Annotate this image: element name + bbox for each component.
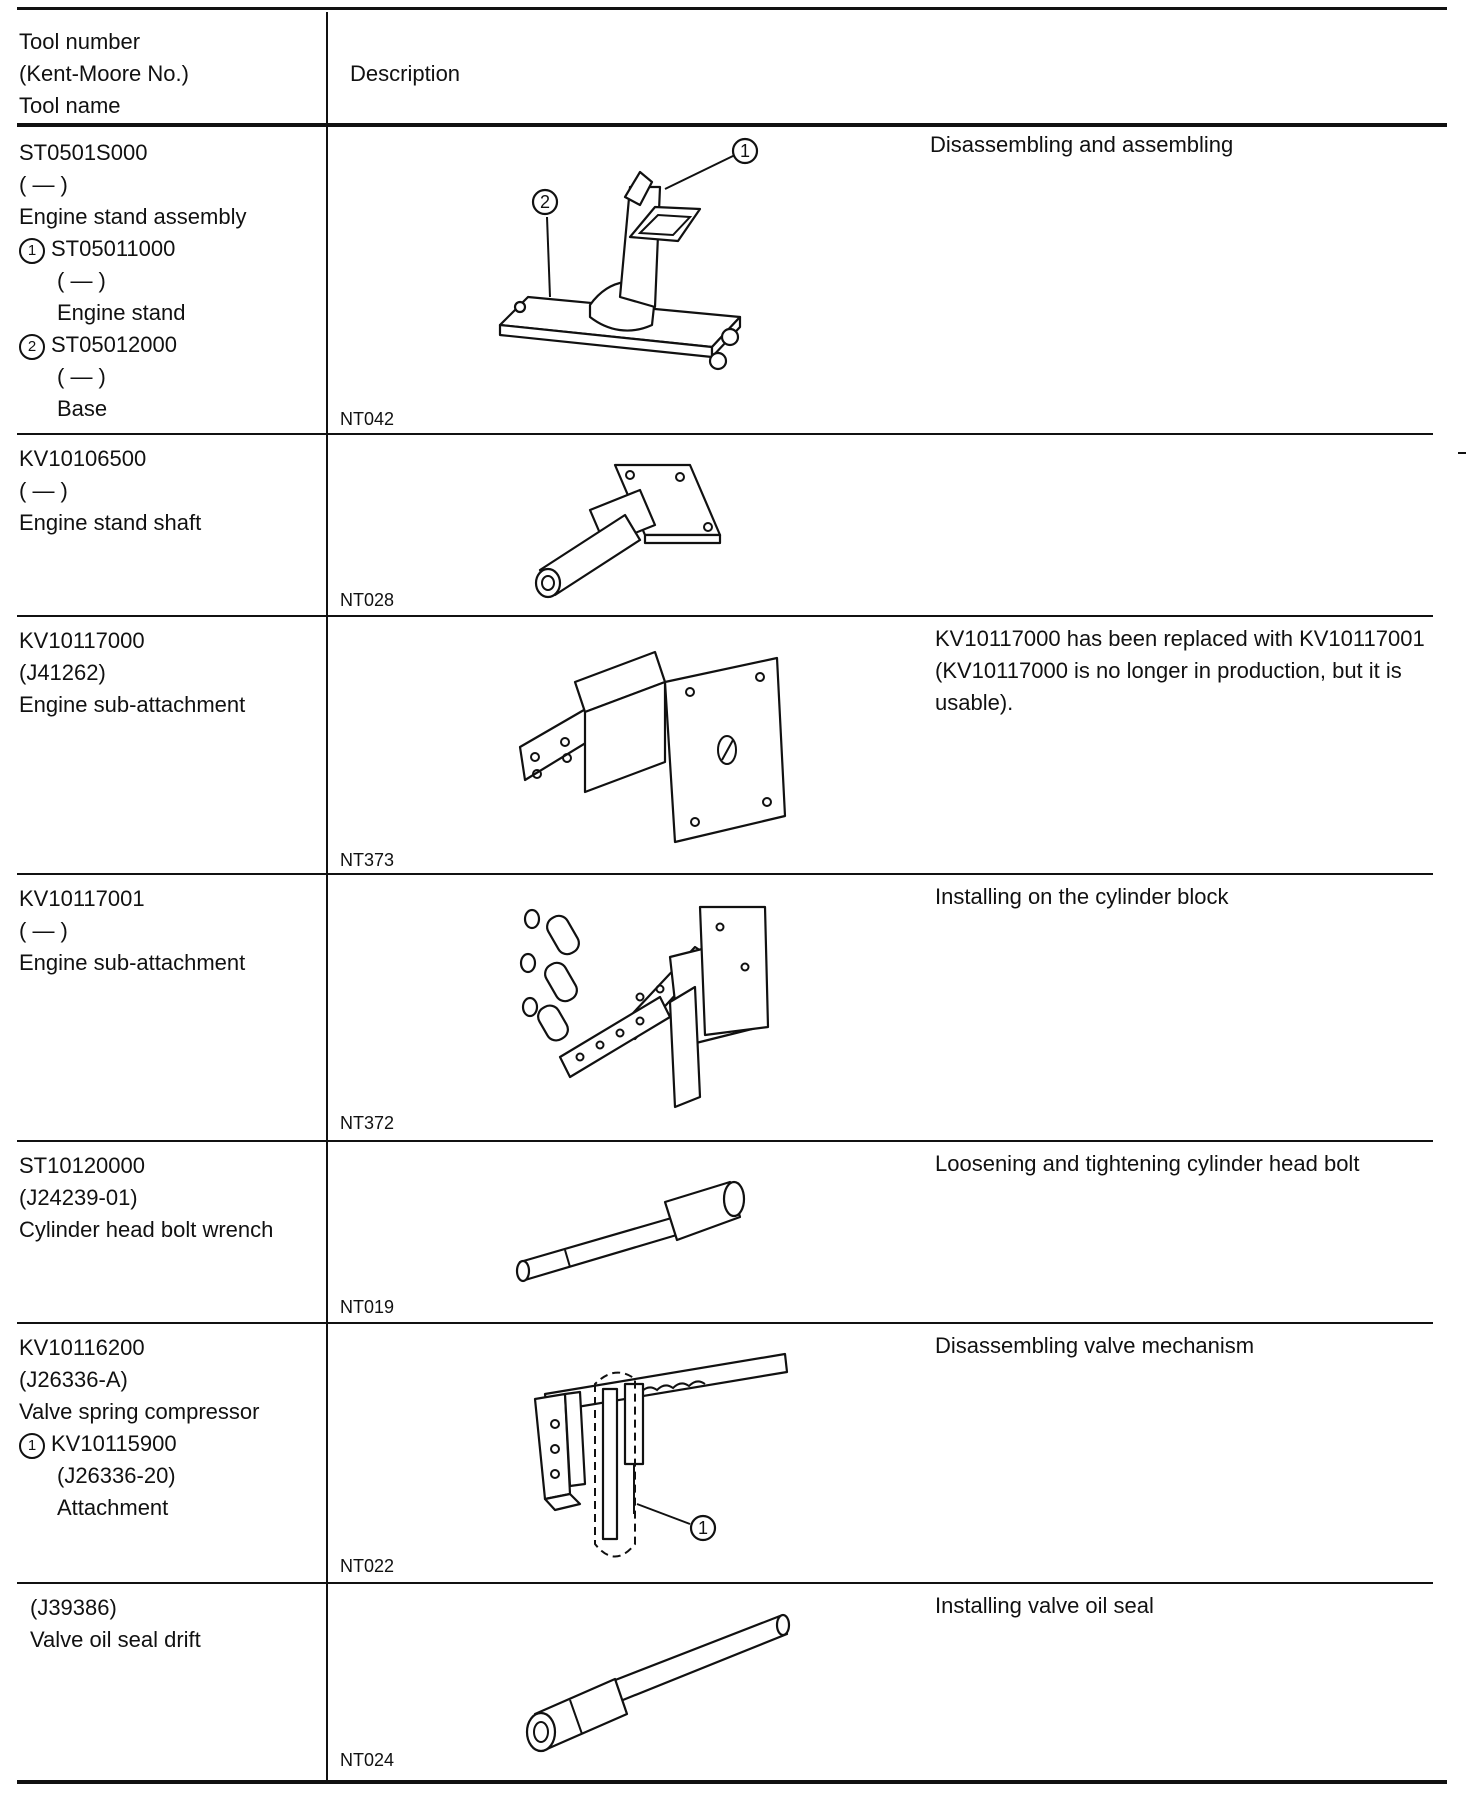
- figure-code: NT373: [340, 850, 395, 870]
- engine-sub-attachment-illustration: [518, 650, 787, 844]
- callout-marker: 1: [19, 1433, 45, 1459]
- header-tool-name: Tool name: [19, 93, 121, 118]
- table-row: KV10117000 (J41262) Engine sub-attachmen…: [0, 617, 1472, 873]
- kent-moore-number: (J24239-01): [19, 1185, 138, 1210]
- tool-description: Installing valve oil seal: [935, 1593, 1154, 1618]
- tool-number: KV10106500: [19, 446, 147, 471]
- tool-name: Valve oil seal drift: [30, 1627, 201, 1652]
- tool-info: KV10106500 ( — ) Engine stand shaft: [19, 443, 201, 539]
- header-bottom-border: [17, 123, 1447, 127]
- kent-moore-number: ( — ): [19, 918, 68, 943]
- callout-marker: 2: [19, 334, 45, 360]
- tool-number: KV10116200: [19, 1335, 145, 1360]
- tool-number: KV10117001: [19, 886, 145, 911]
- tool-name: Engine stand shaft: [19, 510, 202, 535]
- subitem-number: ST05012000: [51, 332, 177, 357]
- tool-info: KV10116200 (J26336-A) Valve spring compr…: [19, 1332, 259, 1524]
- table-row: ST10120000 (J24239-01) Cylinder head bol…: [0, 1142, 1472, 1322]
- table-bottom-border: [17, 1780, 1447, 1784]
- tool-name: Engine stand assembly: [19, 204, 247, 229]
- tool-name: Engine sub-attachment: [19, 692, 246, 717]
- subitem-name: Attachment: [57, 1495, 169, 1520]
- cylinder-head-bolt-wrench-illustration: [515, 1180, 746, 1283]
- figure-code: NT042: [340, 409, 395, 429]
- table-row: KV10106500 ( — ) Engine stand shaft NT02…: [0, 435, 1472, 615]
- header-kent-moore: (Kent-Moore No.): [19, 61, 189, 86]
- tool-name: Engine sub-attachment: [19, 950, 246, 975]
- valve-spring-compressor-illustration: 1: [533, 1352, 789, 1558]
- row-divider: [17, 615, 1433, 617]
- subitem-number: KV10115900: [51, 1431, 177, 1456]
- row-divider: [17, 1140, 1433, 1142]
- figure-callout: 1: [698, 1518, 708, 1538]
- subitem-kent-moore: ( — ): [57, 268, 106, 293]
- engine-sub-attachment-kit-illustration: [519, 905, 770, 1109]
- column-divider: [326, 12, 328, 1780]
- tool-info: KV10117001 ( — ) Engine sub-attachment: [19, 883, 245, 979]
- row-divider: [17, 433, 1433, 435]
- tool-info: (J39386) Valve oil seal drift: [30, 1592, 201, 1656]
- header-tool-column: Tool number (Kent-Moore No.) Tool name: [19, 26, 189, 122]
- row-divider: [17, 873, 1433, 875]
- tool-description: Loosening and tightening cylinder head b…: [935, 1151, 1360, 1176]
- margin-mark: [1458, 452, 1466, 454]
- kent-moore-number: ( — ): [19, 172, 68, 197]
- row-divider: [17, 1582, 1433, 1584]
- tool-description: Disassembling and assembling: [930, 132, 1234, 157]
- figure-callout: 1: [740, 141, 750, 161]
- valve-oil-seal-drift-illustration: [525, 1613, 791, 1753]
- kent-moore-number: (J39386): [30, 1595, 117, 1620]
- subitem-name: Base: [57, 396, 108, 421]
- table-row: (J39386) Valve oil seal drift Installing…: [0, 1584, 1472, 1780]
- subitem-number: ST05011000: [51, 236, 176, 261]
- table-row: KV10116200 (J26336-A) Valve spring compr…: [0, 1324, 1472, 1582]
- tool-number: KV10117000: [19, 628, 145, 653]
- tool-name: Cylinder head bolt wrench: [19, 1217, 274, 1242]
- kent-moore-number: (J41262): [19, 660, 106, 685]
- subitem-kent-moore: ( — ): [57, 364, 106, 389]
- tool-description: Disassembling valve mechanism: [935, 1333, 1255, 1358]
- figure-code: NT019: [340, 1297, 395, 1317]
- tool-description: KV10117000 has been replaced with KV1011…: [935, 626, 1425, 715]
- table-row: ST0501S000 ( — ) Engine stand assembly 1…: [0, 129, 1472, 433]
- header-tool-number: Tool number: [19, 29, 141, 54]
- subitem-kent-moore: (J26336-20): [57, 1463, 176, 1488]
- tool-number: ST0501S000: [19, 140, 148, 165]
- figure-code: NT372: [340, 1113, 395, 1133]
- subitem-name: Engine stand: [57, 300, 186, 325]
- kent-moore-number: (J26336-A): [19, 1367, 128, 1392]
- row-divider: [17, 1322, 1433, 1324]
- header-description: Description: [350, 61, 461, 86]
- figure-code: NT022: [340, 1556, 395, 1576]
- table-row: KV10117001 ( — ) Engine sub-attachment I…: [0, 875, 1472, 1140]
- tool-info: KV10117000 (J41262) Engine sub-attachmen…: [19, 625, 245, 721]
- kent-moore-number: ( — ): [19, 478, 68, 503]
- figure-callout: 2: [540, 192, 550, 212]
- tool-name: Valve spring compressor: [19, 1399, 260, 1424]
- callout-marker: 1: [19, 238, 45, 264]
- engine-stand-illustration: 1 2: [498, 137, 759, 371]
- figure-code: NT024: [340, 1750, 395, 1770]
- tool-description: Installing on the cylinder block: [935, 884, 1229, 909]
- table-top-border: [17, 7, 1447, 10]
- tool-info: ST0501S000 ( — ) Engine stand assembly 1…: [19, 137, 246, 425]
- figure-code: NT028: [340, 590, 395, 610]
- engine-stand-shaft-illustration: [534, 463, 722, 599]
- tool-number: ST10120000: [19, 1153, 145, 1178]
- tool-info: ST10120000 (J24239-01) Cylinder head bol…: [19, 1150, 273, 1246]
